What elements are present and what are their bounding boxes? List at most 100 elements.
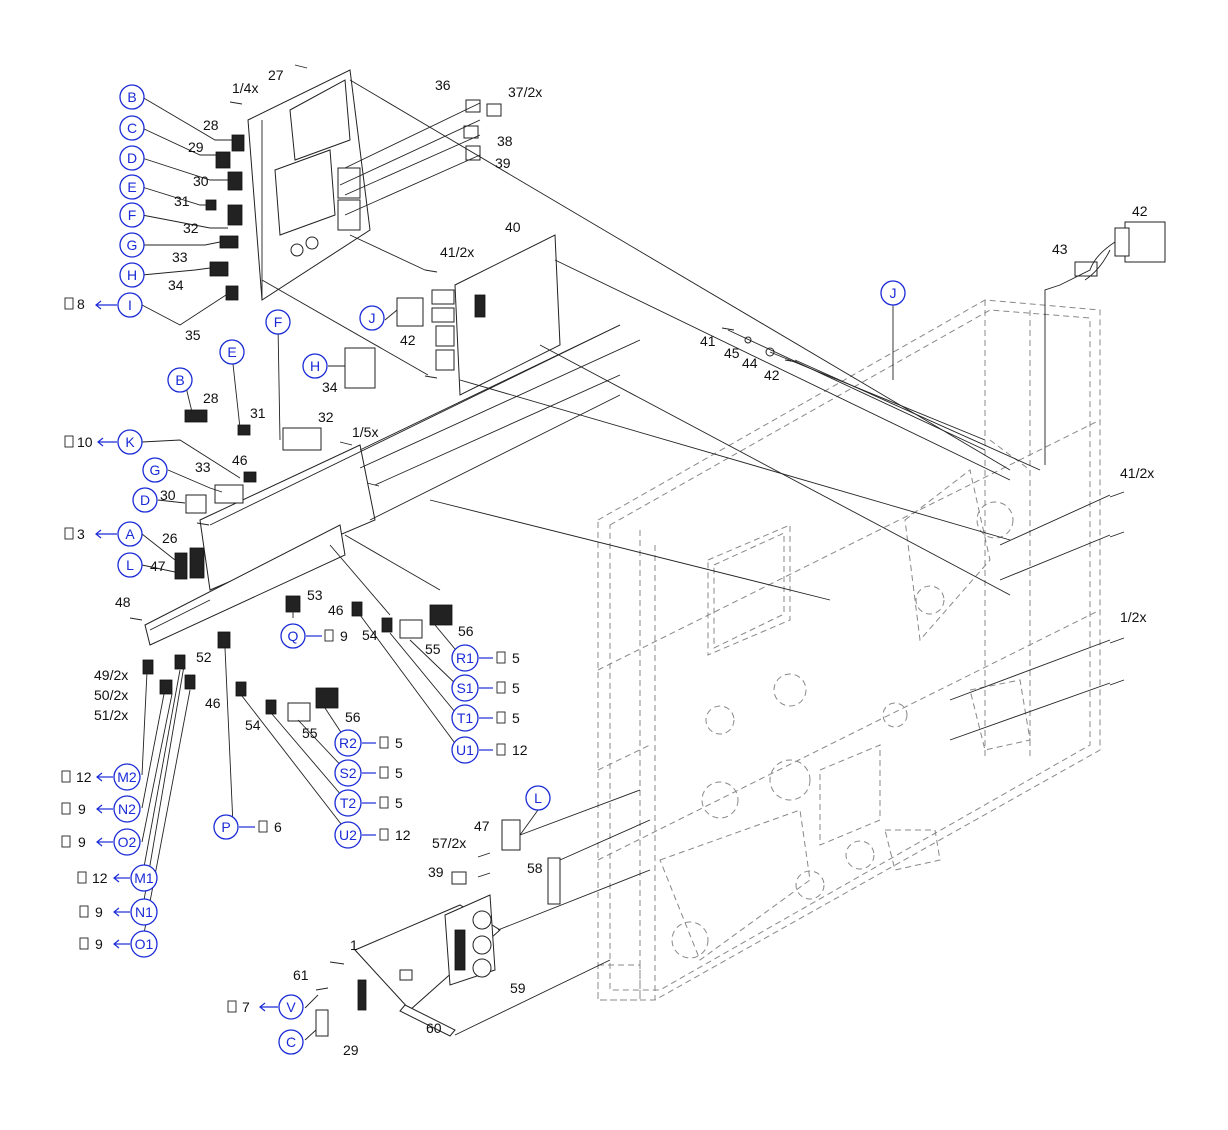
- part-label: 57/2x: [432, 835, 466, 851]
- part-label: 53: [307, 587, 323, 603]
- svg-text:S1: S1: [456, 680, 473, 696]
- svg-text:3: 3: [77, 526, 85, 542]
- callout-bubble: N1: [130, 898, 158, 926]
- connector-board: [144, 444, 376, 646]
- power-cord: [1044, 221, 1166, 465]
- svg-text:C: C: [286, 1034, 296, 1050]
- svg-text:H: H: [127, 267, 137, 283]
- part-number-labels: 27 1/4x 28 29 30 31 32 33 34 35 36 37/2x…: [94, 67, 1154, 1058]
- part-label: 41/2x: [1120, 465, 1154, 481]
- callout-bubble: G: [119, 232, 145, 258]
- svg-text:6: 6: [274, 819, 282, 835]
- part-label: 47: [474, 818, 490, 834]
- part-label: 1/5x: [352, 424, 378, 440]
- part-label: 37/2x: [508, 84, 542, 100]
- svg-text:R2: R2: [339, 735, 357, 751]
- svg-text:I: I: [128, 297, 132, 313]
- part-label: 31: [250, 405, 266, 421]
- svg-text:U2: U2: [339, 827, 357, 843]
- callout-bubble: U1: [451, 736, 479, 764]
- part-label: 32: [183, 220, 199, 236]
- callout-bubble: H: [302, 353, 328, 379]
- page-references: 8 10 3 9 5 5 5 12 5 5 5 12 6 12 9 9 12 9…: [61, 296, 528, 1015]
- callout-bubble: H: [119, 262, 145, 288]
- svg-text:12: 12: [395, 827, 411, 843]
- callout-bubble: C: [119, 115, 145, 141]
- part-label: 28: [203, 117, 219, 133]
- callout-bubble: S2: [334, 759, 362, 787]
- svg-text:5: 5: [395, 795, 403, 811]
- part-label: 42: [764, 367, 780, 383]
- part-label: 36: [435, 77, 451, 93]
- callout-bubble: N2: [113, 795, 141, 823]
- svg-text:M1: M1: [134, 870, 154, 886]
- chassis-frame: [597, 299, 1101, 1001]
- callout-bubble: T1: [451, 704, 479, 732]
- part-label: 55: [302, 725, 318, 741]
- page-ref-Q: 9: [306, 628, 348, 644]
- part-label: 50/2x: [94, 687, 128, 703]
- callout-bubbles: B C D E F G H I J H F E B K G D A L J Q …: [113, 84, 906, 1055]
- svg-text:M2: M2: [117, 769, 137, 785]
- svg-text:12: 12: [76, 769, 92, 785]
- svg-text:P: P: [221, 819, 230, 835]
- svg-text:A: A: [125, 526, 135, 542]
- callout-bubble: F: [119, 202, 145, 228]
- callout-bubble: O1: [130, 930, 158, 958]
- part-label: 45: [724, 345, 740, 361]
- part-label: 38: [497, 133, 513, 149]
- page-ref-O1: 9: [79, 936, 130, 952]
- callout-bubble: I: [117, 292, 143, 318]
- callout-bubble: M1: [130, 864, 158, 892]
- callout-bubble: T2: [334, 789, 362, 817]
- page-ref-R1: 5: [479, 650, 520, 666]
- part-label: 54: [362, 627, 378, 643]
- svg-text:L: L: [126, 557, 134, 573]
- callout-bubble: L: [117, 552, 143, 578]
- svg-text:C: C: [127, 120, 137, 136]
- callout-bubble: B: [119, 84, 145, 110]
- part-label: 56: [345, 709, 361, 725]
- part-label: 1/4x: [232, 80, 258, 96]
- svg-text:9: 9: [95, 904, 103, 920]
- page-ref-I: 8: [64, 296, 117, 312]
- svg-text:J: J: [369, 310, 376, 326]
- part-label: 26: [162, 530, 178, 546]
- svg-text:F: F: [128, 207, 137, 223]
- part-label: 33: [195, 459, 211, 475]
- callout-bubble: B: [167, 367, 193, 393]
- part-label: 51/2x: [94, 707, 128, 723]
- callout-bubble: R2: [334, 729, 362, 757]
- page-ref-T2: 5: [362, 795, 403, 811]
- svg-text:10: 10: [77, 434, 93, 450]
- page-ref-A: 3: [64, 526, 117, 542]
- part-label: 47: [150, 558, 166, 574]
- callout-bubble: C: [278, 1029, 304, 1055]
- part-label: 43: [1052, 241, 1068, 257]
- callout-bubble: K: [117, 429, 143, 455]
- page-ref-R2: 5: [362, 735, 403, 751]
- svg-text:L: L: [534, 790, 542, 806]
- part-label: 61: [293, 967, 309, 983]
- part-label: 34: [168, 277, 184, 293]
- callout-bubble: J: [880, 280, 906, 306]
- svg-text:7: 7: [242, 999, 250, 1015]
- page-ref-V: 7: [227, 999, 278, 1015]
- svg-text:G: G: [150, 462, 161, 478]
- svg-text:H: H: [310, 358, 320, 374]
- part-label: 39: [428, 864, 444, 880]
- callout-bubble: P: [213, 814, 239, 840]
- part-label: 34: [322, 379, 338, 395]
- part-label: 40: [505, 219, 521, 235]
- svg-text:5: 5: [395, 765, 403, 781]
- board-40: [431, 234, 561, 396]
- page-ref-M1: 12: [77, 870, 130, 886]
- svg-text:F: F: [274, 314, 283, 330]
- svg-text:N2: N2: [118, 801, 136, 817]
- part-label: 60: [426, 1020, 442, 1036]
- page-ref-T1: 5: [479, 710, 520, 726]
- svg-text:5: 5: [512, 680, 520, 696]
- svg-text:D: D: [127, 150, 137, 166]
- svg-text:G: G: [127, 237, 138, 253]
